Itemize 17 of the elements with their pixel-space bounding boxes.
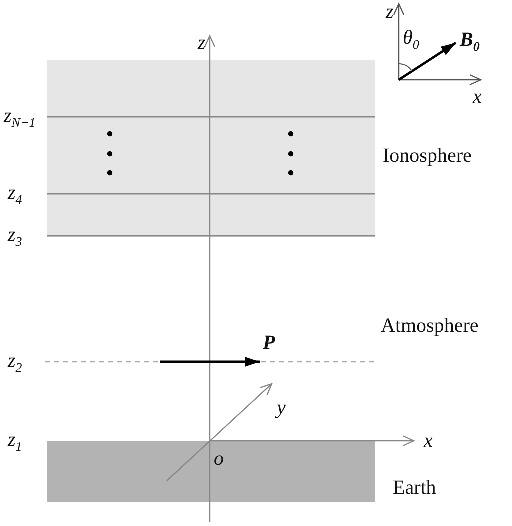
vector-label: B$_{0}$ <box>460 30 480 53</box>
axis-label: x <box>473 87 482 107</box>
boundary-label: z$_{3}$ <box>8 225 22 248</box>
layer-label: Ionosphere <box>383 146 472 166</box>
axis-label: z <box>386 2 394 22</box>
boundary-label: z$_{1}$ <box>8 430 22 453</box>
layer-label: Earth <box>393 478 436 498</box>
boundary-label: z$_{2}$ <box>8 351 22 374</box>
angle-label: θ$_{0}$ <box>403 28 420 51</box>
boundary-label: z$_{4}$ <box>8 183 22 206</box>
axis-label: x <box>424 431 433 451</box>
axis-label: y <box>277 398 286 418</box>
origin-label: o <box>214 449 224 469</box>
vector-label: P <box>263 333 276 353</box>
axis-label: z <box>198 33 206 53</box>
layer-label: Atmosphere <box>381 316 479 336</box>
boundary-label: z$_{N−1}$ <box>4 106 36 129</box>
